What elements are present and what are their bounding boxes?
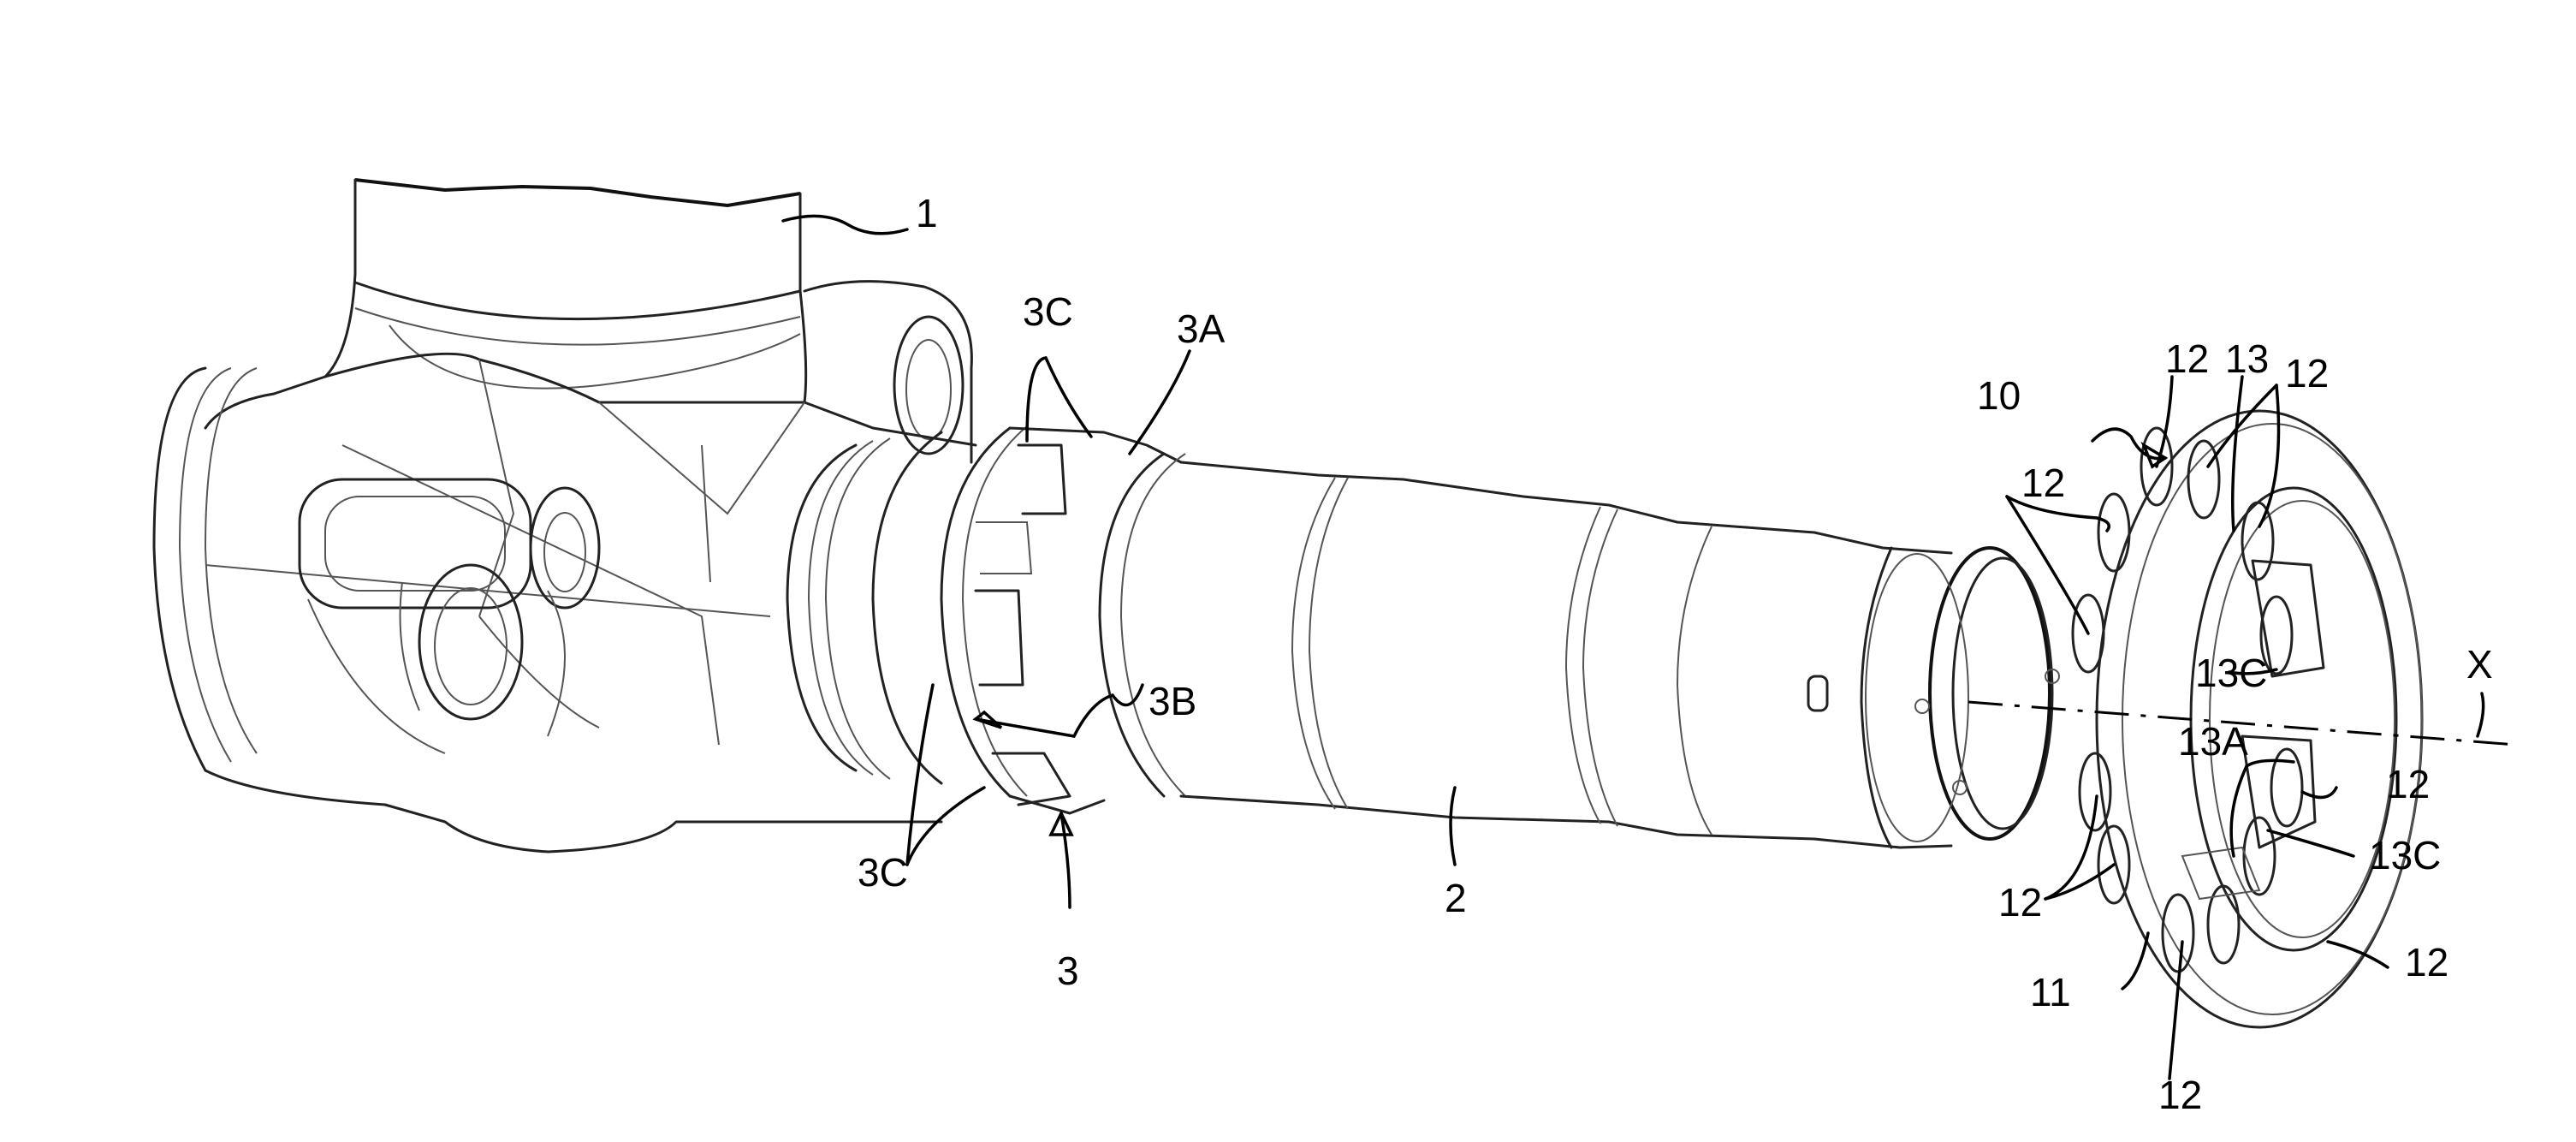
label-x: X (2466, 642, 2493, 687)
bolt-hole (2097, 492, 2131, 573)
label-3b: 3B (1149, 679, 1196, 723)
lug-3c-bottom (991, 752, 1071, 806)
axle-tube (1179, 461, 2060, 849)
label-12-left: 12 (2021, 461, 2065, 505)
housing-break-line (354, 178, 801, 208)
bolt-hole (2071, 593, 2105, 674)
bolt-hole (2241, 501, 2275, 581)
housing-collar (786, 431, 943, 785)
inner-lug-13c (2241, 735, 2317, 849)
label-12-lower-right: 12 (2405, 940, 2448, 984)
axis-x-line (1968, 700, 2517, 746)
axle-housing (152, 178, 977, 854)
label-12-top-right: 12 (2285, 351, 2329, 396)
label-3a: 3A (1177, 306, 1226, 351)
inner-lug-13c (2251, 559, 2325, 678)
bolt-hole (2206, 884, 2241, 965)
label-10: 10 (1977, 373, 2021, 418)
bolt-hole (2161, 893, 2195, 973)
label-3c-bottom: 3C (858, 850, 908, 895)
label-3: 3 (1057, 949, 1079, 993)
bayonet-coupling (940, 425, 1186, 815)
bolt-hole (2270, 747, 2304, 828)
flange-ring (2071, 409, 2424, 1029)
bolt-hole (2097, 824, 2131, 905)
label-11: 11 (2030, 970, 2071, 1014)
label-13a: 13A (2178, 719, 2248, 764)
label-3c-top: 3C (1023, 289, 1073, 334)
label-12-lower-left: 12 (1998, 880, 2042, 925)
lug-3c-mid (974, 589, 1024, 687)
label-2: 2 (1445, 876, 1467, 920)
bolt-hole (2242, 816, 2276, 896)
bolt-hole (2140, 426, 2174, 507)
bolt-hole (2078, 752, 2112, 832)
reference-labels: 1 3C 3A 3B 3C 3 2 10 12 13 12 12 13C X 1… (858, 191, 2493, 1117)
lug-3c-top (1017, 443, 1067, 515)
label-13c-upper: 13C (2195, 651, 2267, 695)
label-13c-lower: 13C (2369, 833, 2441, 877)
label-13: 13 (2225, 336, 2269, 381)
bolt-hole (2187, 439, 2221, 520)
bolt-hole (2259, 595, 2294, 675)
label-12-top-left: 12 (2165, 336, 2209, 381)
label-1: 1 (916, 191, 938, 235)
label-12-bottom: 12 (2158, 1073, 2202, 1117)
leader-lines (781, 214, 2485, 1080)
label-12-right: 12 (2386, 762, 2430, 806)
